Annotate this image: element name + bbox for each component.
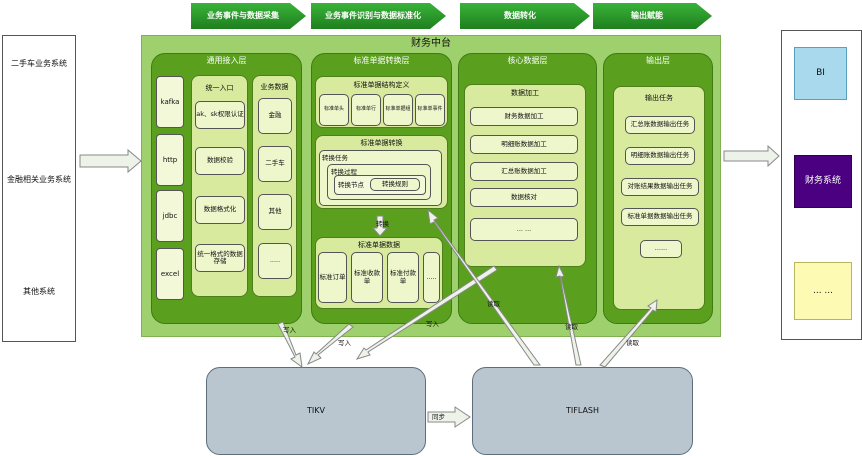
convert-rule: 转换规则 — [370, 178, 420, 191]
output-arrow — [723, 144, 780, 168]
layer-access-title: 通用接入层 — [206, 56, 247, 66]
banner-arrow-3 — [460, 3, 590, 29]
process-detail-ledger: 明细账数据加工 — [470, 135, 578, 154]
source-system-finance: 金融相关业务系统 — [7, 175, 71, 185]
write-label-2: 写入 — [338, 339, 351, 347]
banner-label-4: 输出赋能 — [631, 11, 663, 21]
data-process-title: 数据加工 — [511, 88, 539, 97]
source-systems-panel — [2, 35, 76, 342]
connector-jdbc: jdbc — [156, 190, 184, 242]
read-label-1: 读取 — [487, 300, 500, 308]
output-bi: BI — [794, 47, 847, 100]
convert-process-title: 转换过程 — [331, 168, 357, 176]
std-item-payment: 标准付款单 — [387, 252, 419, 303]
convert-arrow-label: 转换 — [376, 220, 389, 228]
unified-item-format: 数据格式化 — [195, 196, 245, 224]
write-arrow-access — [277, 321, 303, 369]
output-finance-system: 财务系统 — [794, 155, 852, 208]
output-task-title: 输出任务 — [645, 93, 673, 102]
banner-arrow-4 — [593, 3, 712, 29]
convert-node-title: 转换节点 — [338, 181, 364, 189]
output-task-reconcile: 对账结果数据输出任务 — [621, 178, 699, 196]
layer-output-title: 输出层 — [646, 56, 670, 66]
read-arrow-core-2 — [555, 264, 582, 366]
biz-item-finance: 金融 — [258, 98, 292, 134]
read-arrow-output — [599, 299, 658, 368]
platform-title: 财务中台 — [411, 38, 451, 50]
convert-title: 标准单据转换 — [360, 138, 403, 147]
banner-arrow-1 — [191, 3, 306, 29]
input-arrow — [79, 148, 142, 174]
top-banners — [191, 3, 712, 29]
unified-entry-title: 统一入口 — [205, 83, 234, 92]
process-reconcile: 数据核对 — [470, 188, 578, 207]
source-system-other: 其他系统 — [23, 287, 55, 297]
sync-arrow — [427, 406, 471, 428]
banner-label-2: 业务事件识别与数据标准化 — [325, 11, 421, 21]
storage-tiflash: TIFLASH — [472, 367, 693, 455]
connector-excel: excel — [156, 248, 184, 300]
read-label-3: 读取 — [626, 339, 639, 347]
struct-item-header: 标准单头 — [319, 94, 349, 126]
banner-label-1: 业务事件与数据采集 — [207, 11, 279, 21]
read-arrow-core — [427, 208, 541, 366]
unified-item-auth: ak、sk权限认证 — [195, 101, 245, 129]
std-item-more: ..... — [423, 252, 440, 303]
output-task-detail: 明细账数据输出任务 — [625, 147, 695, 165]
read-label-2: 读取 — [565, 323, 578, 331]
output-other: ... ... — [794, 262, 852, 320]
unified-item-validate: 数据校验 — [195, 147, 245, 175]
layer-standard-title: 标准单据转换层 — [353, 56, 410, 66]
banner-arrow-2 — [311, 3, 446, 29]
output-task-more: ...... — [640, 240, 682, 258]
std-item-receipt: 标准收款单 — [351, 252, 383, 303]
biz-item-more: ..... — [258, 243, 292, 279]
output-task-summary: 汇总账数据输出任务 — [625, 116, 695, 134]
std-item-order: 标准订单 — [318, 252, 347, 303]
convert-down-arrow — [371, 215, 389, 237]
write-arrow-standard — [306, 323, 354, 366]
banner-label-3: 数据转化 — [504, 11, 536, 21]
biz-item-used-car: 二手车 — [258, 146, 292, 182]
source-system-used-car: 二手车业务系统 — [11, 59, 67, 69]
struct-item-line: 标准单行 — [351, 94, 381, 126]
unified-item-storage: 统一格式的数据存储 — [195, 244, 245, 272]
biz-item-other: 其他 — [258, 194, 292, 230]
biz-data-title: 业务数据 — [260, 82, 289, 91]
write-arrow-core — [355, 265, 498, 360]
connector-http: http — [156, 134, 184, 186]
struct-item-event: 标准单事件 — [415, 94, 445, 126]
process-more: ... ... — [470, 218, 578, 241]
process-finance: 财务数据加工 — [470, 107, 578, 126]
storage-tikv: TIKV — [206, 367, 426, 455]
process-summary-ledger: 汇总账数据加工 — [470, 162, 578, 181]
output-task-standard: 标准单据数据输出任务 — [621, 208, 699, 226]
sync-label: 同步 — [432, 413, 445, 421]
write-label-3: 写入 — [426, 320, 439, 328]
struct-def-title: 标准单据结构定义 — [353, 80, 410, 89]
connector-kafka: kafka — [156, 76, 184, 128]
layer-core-title: 核心数据层 — [507, 56, 548, 66]
write-label-1: 写入 — [283, 326, 296, 334]
std-data-title: 标准单据数据 — [358, 240, 400, 249]
convert-task-title: 转换任务 — [322, 154, 348, 162]
struct-item-group: 标准单据组 — [383, 94, 413, 126]
